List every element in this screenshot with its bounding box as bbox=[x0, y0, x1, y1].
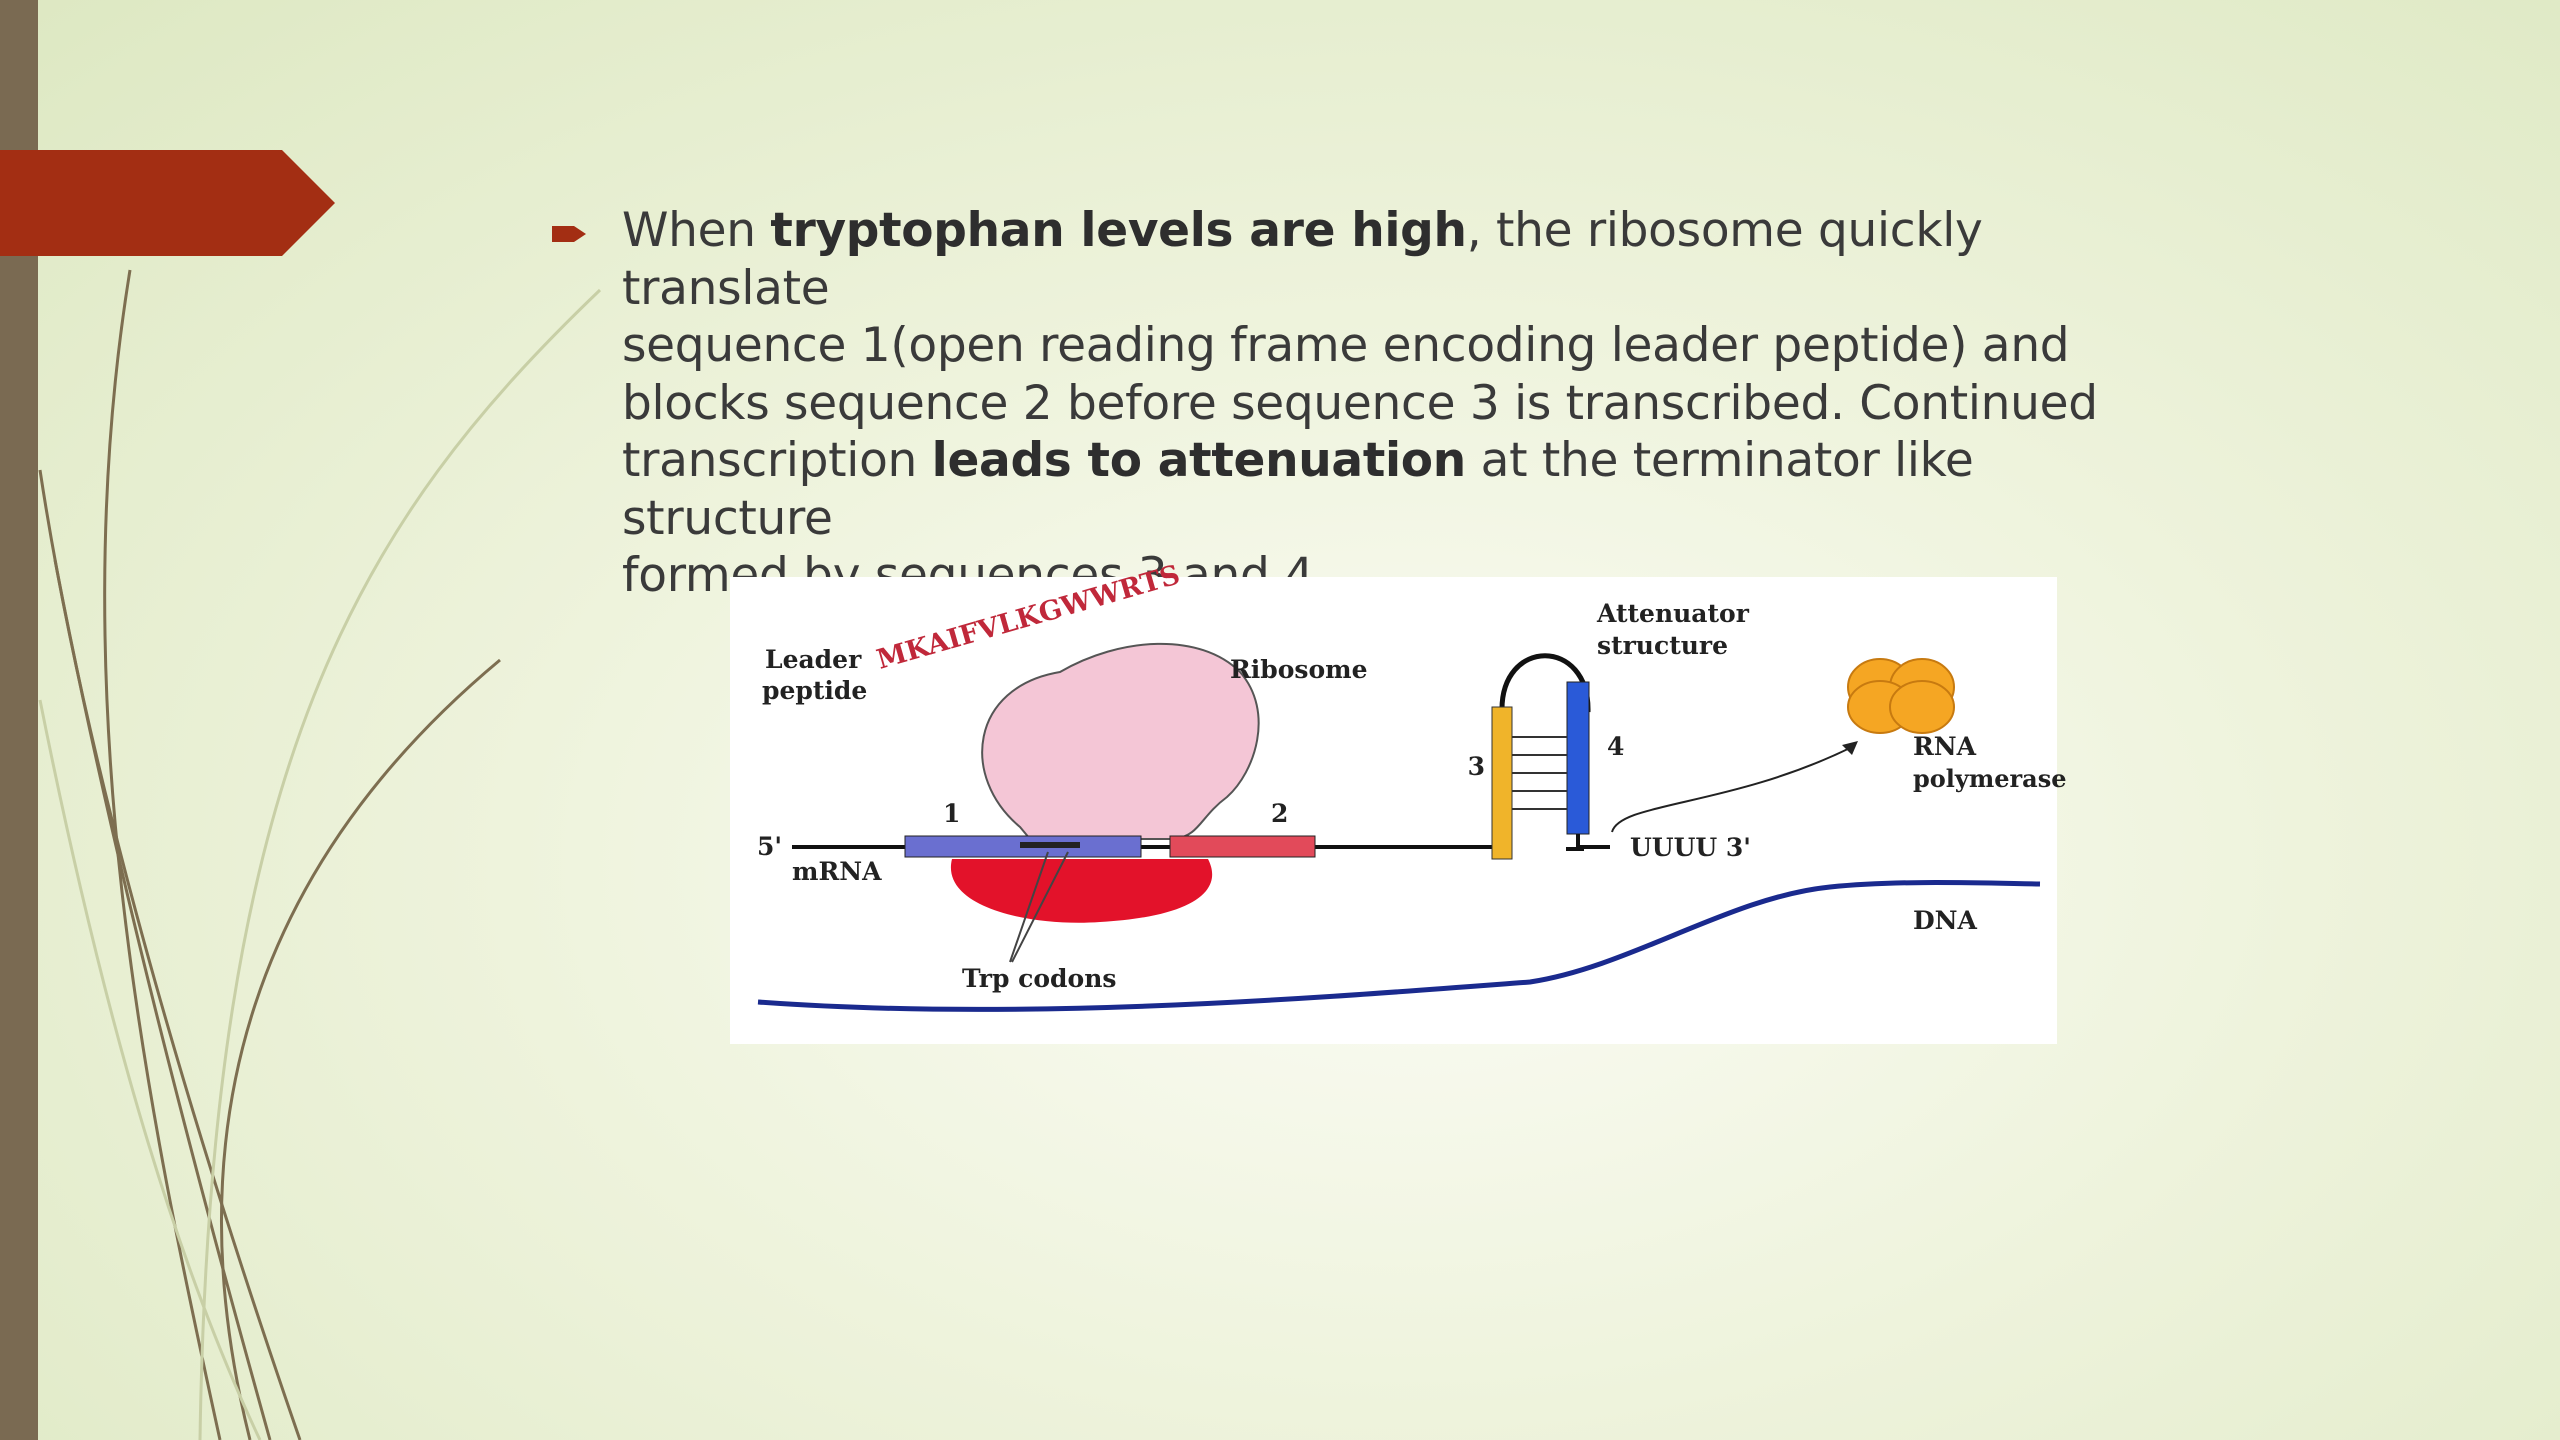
line4-bold: leads to attenuation bbox=[931, 433, 1467, 488]
dna-label: DNA bbox=[1913, 906, 1978, 935]
trp-codon-marks bbox=[1020, 842, 1080, 848]
ribosome-label: Ribosome bbox=[1230, 655, 1368, 684]
sequence-1-label: 1 bbox=[943, 799, 960, 828]
attenuator-label-1: Attenuator bbox=[1596, 599, 1750, 628]
dna-strand bbox=[757, 880, 2041, 1012]
attenuator-label-2: structure bbox=[1597, 631, 1728, 660]
line2: sequence 1(open reading frame encoding l… bbox=[622, 318, 2070, 373]
sequence-2-segment bbox=[1169, 835, 1316, 858]
arrow-banner bbox=[0, 150, 335, 256]
leader-label-2: peptide bbox=[762, 676, 867, 705]
ribosome-small-subunit bbox=[950, 859, 1213, 923]
line3: blocks sequence 2 before sequence 3 is t… bbox=[622, 375, 2098, 431]
line1-bold: tryptophan levels are high bbox=[770, 203, 1467, 258]
stem-base-pairs bbox=[1512, 736, 1567, 810]
trp-attenuation-diagram: Leader peptide MKAIFVLKGWWRTS Ribosome 1… bbox=[730, 559, 2067, 1044]
leader-label-1: Leader bbox=[765, 645, 862, 674]
diagram-background bbox=[730, 577, 2057, 1044]
decorative-swooshes bbox=[38, 269, 602, 1440]
bullet-arrow-icon bbox=[552, 226, 586, 242]
rna-polymerase-blob bbox=[1847, 658, 1955, 734]
uuuu-label: UUUU 3' bbox=[1630, 833, 1751, 862]
sequence-4-segment bbox=[1566, 681, 1590, 835]
sequence-3-label: 3 bbox=[1468, 752, 1485, 781]
terminator-tail bbox=[1576, 834, 1610, 849]
release-arrow bbox=[1611, 746, 1853, 833]
mrna-label: mRNA bbox=[792, 857, 882, 886]
sequence-4-label: 4 bbox=[1607, 732, 1624, 761]
ribosome-large-subunit bbox=[981, 642, 1260, 840]
trp-codon-pointer bbox=[1009, 851, 1069, 963]
release-arrowhead bbox=[1842, 741, 1858, 755]
line4-pre: transcription bbox=[622, 433, 932, 488]
trp-codons-label: Trp codons bbox=[962, 964, 1116, 993]
rna-polymerase-label-2: polymerase bbox=[1913, 764, 2067, 793]
five-prime-label: 5' bbox=[757, 832, 782, 861]
line4-post: at the terminator like structure bbox=[622, 433, 1974, 546]
sequence-2-label: 2 bbox=[1271, 799, 1288, 828]
body-paragraph: When tryptophan levels are high, the rib… bbox=[622, 202, 2182, 605]
rna-polymerase-label-1: RNA bbox=[1913, 732, 1977, 761]
line1-post: , the ribosome quickly translate bbox=[622, 203, 1983, 316]
line1-pre: When bbox=[622, 203, 771, 258]
